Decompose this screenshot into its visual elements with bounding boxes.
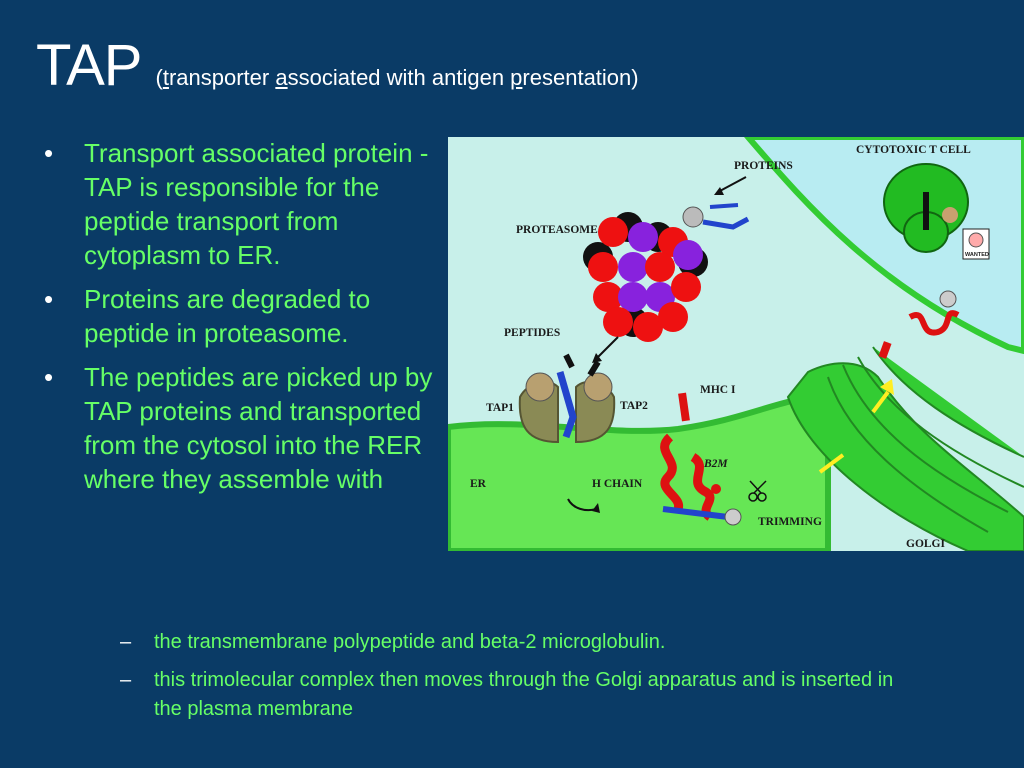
bullet-item: • Transport associated protein - TAP is r… [40, 136, 440, 272]
proteins-arrow-icon [717, 176, 747, 193]
tap-transporter-icon [518, 353, 616, 444]
label-b2m: B2M [703, 458, 728, 470]
label-h-chain: H CHAIN [592, 478, 643, 490]
golgi-arrow-icon [818, 453, 845, 474]
label-tap1: TAP1 [486, 402, 514, 414]
label-mhc-i: MHC I [700, 384, 736, 396]
bullet-dot: • [44, 284, 54, 314]
exported-mhc-icon [908, 310, 960, 336]
subtitle-underlined-t: t [162, 65, 169, 90]
sub-bullet-text: this trimolecular complex then moves thr… [154, 669, 894, 720]
mhc-class-i-icon [660, 392, 742, 526]
label-trimming: TRIMMING [758, 516, 822, 528]
bullet-item: • The peptides are picked up by TAP prote… [40, 360, 440, 496]
subtitle-part-2: ssociated with antigen [287, 65, 511, 90]
scissors-icon [748, 480, 767, 502]
protein-figure-icon [682, 203, 750, 230]
sub-bullet-dash: – [120, 669, 132, 691]
golgi-arrow-icon [871, 390, 890, 414]
sub-bullet-text: the transmembrane polypeptide and beta-2… [154, 631, 666, 653]
er-arrowhead-icon [592, 503, 600, 513]
bullet-dot: • [44, 138, 54, 168]
bullet-text: Transport associated protein - TAP is re… [84, 138, 429, 270]
peptides-arrow-icon [595, 336, 619, 360]
exported-figure-icon [939, 290, 957, 308]
subtitle-open-paren: ( [155, 65, 163, 90]
subtitle-underlined-p: p [510, 65, 523, 90]
label-tap2: TAP2 [620, 400, 648, 412]
subtitle-part-1: ransporter [168, 65, 276, 90]
peptide-icon [878, 341, 892, 359]
wanted-text: WANTED [965, 252, 989, 258]
bullet-dot: • [44, 362, 54, 392]
subtitle-part-3: resentation) [522, 65, 639, 90]
title-subtitle: (transporter associated with antigen pre… [156, 65, 639, 90]
proteasome-icon [583, 212, 708, 342]
bullet-text: The peptides are picked up by TAP protei… [84, 362, 433, 494]
subtitle-underlined-a: a [275, 65, 288, 90]
bullet-list: • Transport associated protein - TAP is r… [40, 136, 440, 506]
label-peptides: PEPTIDES [504, 327, 560, 339]
peptides-arrowhead-icon [592, 353, 602, 363]
title-main: TAP [36, 33, 142, 98]
bullet-text: Proteins are degraded to peptide in prot… [84, 284, 371, 348]
label-er: ER [470, 478, 487, 490]
label-golgi: GOLGI [906, 538, 946, 550]
sub-bullet-dash: – [120, 631, 132, 653]
golgi-arrowhead-icon [880, 379, 894, 395]
bullet-item: • Proteins are degraded to peptide in pro… [40, 282, 440, 350]
cytotoxic-t-cell: WANTED [883, 163, 990, 260]
slide-title: TAP (transporter associated with antigen … [36, 32, 639, 99]
label-proteins: PROTEINS [734, 160, 793, 172]
golgi-apparatus [786, 346, 1024, 551]
illustration-svg: WANTED [448, 137, 1024, 551]
sub-bullet-item: –the transmembrane polypeptide and beta-… [120, 628, 920, 657]
label-proteasome: PROTEASOME [516, 224, 598, 236]
sub-bullet-list: –the transmembrane polypeptide and beta-… [120, 628, 920, 733]
label-cytotoxic-t-cell: CYTOTOXIC T CELL [856, 144, 971, 156]
tap-pathway-illustration: WANTED [448, 137, 1024, 551]
proteins-arrowhead-icon [714, 187, 724, 195]
sub-bullet-item: –this trimolecular complex then moves th… [120, 666, 920, 724]
